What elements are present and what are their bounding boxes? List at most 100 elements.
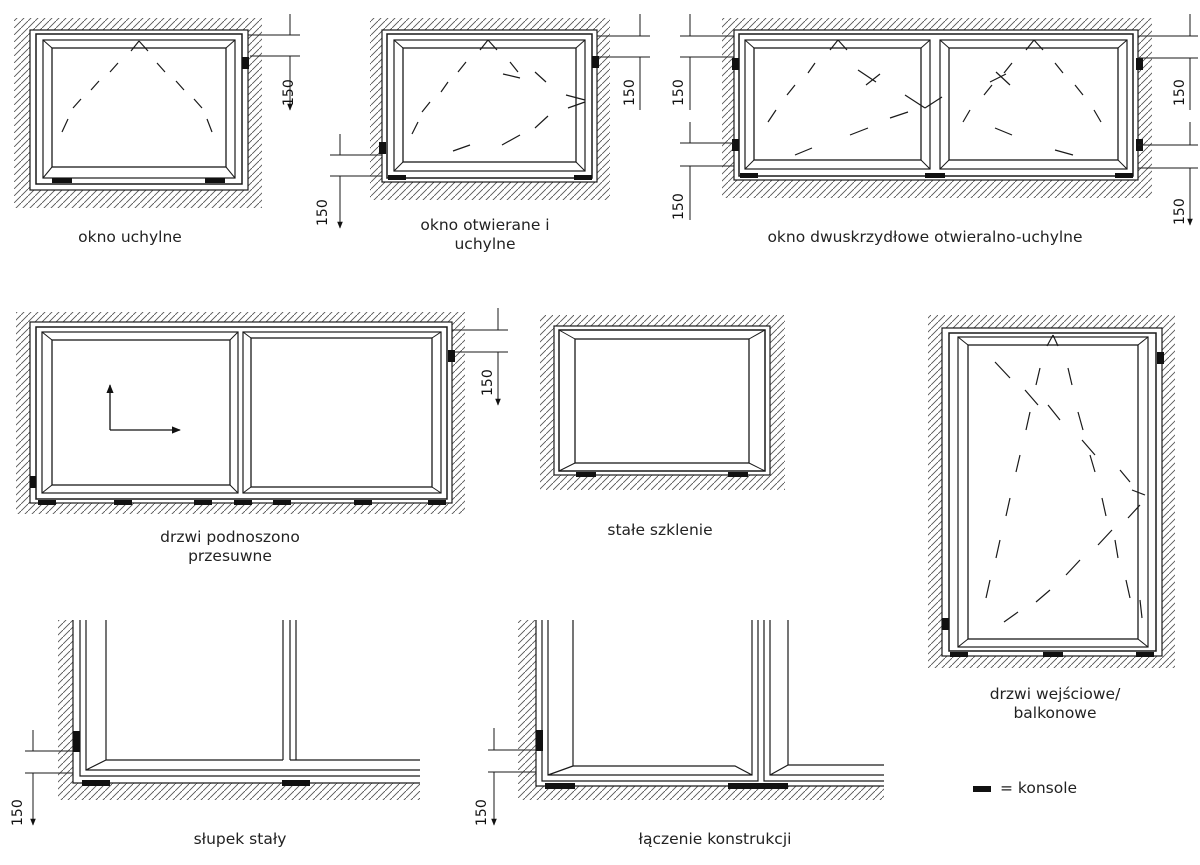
bracket-bottom: [194, 500, 212, 505]
sash-miters: [957, 336, 1149, 648]
okno-otwierane-drawing: 150 150: [315, 14, 650, 228]
sliding-panel-glass: [51, 339, 231, 486]
door-frame: [35, 326, 448, 500]
bracket-right: [242, 57, 249, 69]
bracket-bottom-right: [728, 472, 748, 477]
okno-dwuskrzydlowe-drawing: 150 150 150 150: [671, 14, 1198, 225]
bracket-bottom: [234, 500, 252, 505]
dimension-lines: [488, 728, 536, 825]
caption-drzwi-przesuwne: drzwi podnoszono przesuwne: [160, 528, 300, 565]
bracket-bottom-left: [950, 652, 968, 657]
bracket-bottom-post: [282, 780, 310, 786]
caption-okno-dwuskrzydlowe: okno dwuskrzydłowe otwieralno-uchylne: [767, 228, 1083, 246]
dimension-lines: [330, 14, 650, 228]
stale-szklenie-drawing: [540, 315, 785, 490]
bracket-bottom: [38, 500, 56, 505]
bracket-bottom-center: [1043, 652, 1063, 657]
bracket-right-top: [1136, 58, 1143, 70]
panel-miters: [41, 331, 239, 494]
drzwi-balkonowe-drawing: [928, 315, 1175, 668]
dimension-lines: [680, 14, 1198, 225]
dimension-150-label: 150: [281, 79, 297, 106]
caption-okno-uchylne: okno uchylne: [78, 228, 182, 246]
dimension-150-label: 150: [671, 193, 687, 220]
dimension-150-label: 150: [474, 799, 490, 826]
door-sash: [957, 336, 1149, 648]
bracket-right: [1157, 352, 1164, 364]
frame-miters: [558, 329, 766, 472]
bracket-bottom-left: [388, 175, 406, 180]
bracket-left: [379, 142, 386, 154]
sash-miters: [393, 39, 586, 172]
dimension-150-label: 150: [1172, 198, 1188, 225]
bracket-bottom-center: [925, 173, 945, 178]
tilt-opening-dashes: [61, 40, 213, 133]
fixed-frame: [558, 329, 766, 472]
drzwi-przesuwne-drawing: 150: [16, 308, 508, 514]
wall-opening: [29, 29, 249, 191]
bracket-bottom-right: [1115, 173, 1133, 178]
wall-opening: [381, 29, 598, 183]
legend-konsola-marker: [973, 786, 991, 792]
bracket-left: [536, 730, 543, 751]
bracket-bottom-joint: [728, 783, 788, 789]
dimension-lines: [248, 14, 300, 110]
caption-okno-otwierane: okno otwierane i uchylne: [420, 216, 550, 253]
window-frame: [386, 33, 593, 179]
dimension-150-label: 150: [1172, 79, 1188, 106]
panel-miters: [242, 331, 442, 494]
bracket-left-bottom: [732, 139, 739, 151]
okno-uchylne-drawing: 150: [14, 14, 300, 208]
frame-lines: [79, 620, 420, 777]
caption-slupek: słupek stały: [193, 830, 287, 848]
bracket-bottom-right: [574, 175, 592, 180]
frame-lines: [541, 620, 884, 782]
sash-right-glass: [948, 47, 1119, 161]
bracket-bottom: [273, 500, 291, 505]
bracket-bottom-left: [82, 780, 110, 786]
sash-miters: [42, 39, 236, 179]
bracket-bottom-left: [52, 178, 72, 183]
dimension-lines: [452, 308, 508, 405]
caption-stale-szklenie: stałe szklenie: [607, 521, 713, 539]
wall-opening: [941, 327, 1163, 657]
bracket-left: [73, 731, 80, 752]
door-frame: [948, 332, 1157, 652]
slupek-staly-drawing: 150: [10, 620, 420, 826]
dimension-150-label: 150: [622, 79, 638, 106]
bracket-bottom-right: [1136, 652, 1154, 657]
window-glass: [51, 47, 227, 168]
bracket-bottom-left: [576, 472, 596, 477]
bracket-left: [30, 476, 36, 488]
window-frame: [35, 33, 243, 185]
wall-opening: [29, 321, 453, 504]
bracket-bottom: [114, 500, 132, 505]
sliding-panel: [41, 331, 239, 494]
dimension-lines: [25, 730, 73, 825]
wall-opening: [553, 325, 771, 476]
sash-left-glass: [753, 47, 922, 161]
wall-hatch: [58, 620, 420, 800]
fixed-glass: [574, 338, 750, 464]
bracket-right: [592, 56, 599, 68]
tilt-turn-dashes: [985, 334, 1146, 623]
bracket-left: [942, 618, 949, 630]
wall-opening: [733, 29, 1139, 181]
window-sash-outer: [393, 39, 586, 172]
bracket-bottom: [428, 500, 446, 505]
tilt-turn-dashes: [767, 39, 1102, 156]
bracket-bottom-right: [205, 178, 225, 183]
fixed-panel-glass: [250, 337, 433, 488]
legend-konsole-text: = konsole: [1000, 779, 1078, 797]
bracket-left-top: [732, 58, 739, 70]
laczenie-konstrukcji-drawing: 150: [474, 620, 884, 826]
tilt-turn-dashes: [411, 39, 586, 152]
bracket-bottom-left: [740, 173, 758, 178]
sash-miters: [744, 39, 1128, 170]
fixed-panel: [242, 331, 442, 494]
window-sash-outer: [42, 39, 236, 179]
dimension-150-label: 150: [480, 369, 496, 396]
dimension-150-label: 150: [10, 799, 26, 826]
caption-laczenie: łączenie konstrukcji: [638, 830, 792, 848]
